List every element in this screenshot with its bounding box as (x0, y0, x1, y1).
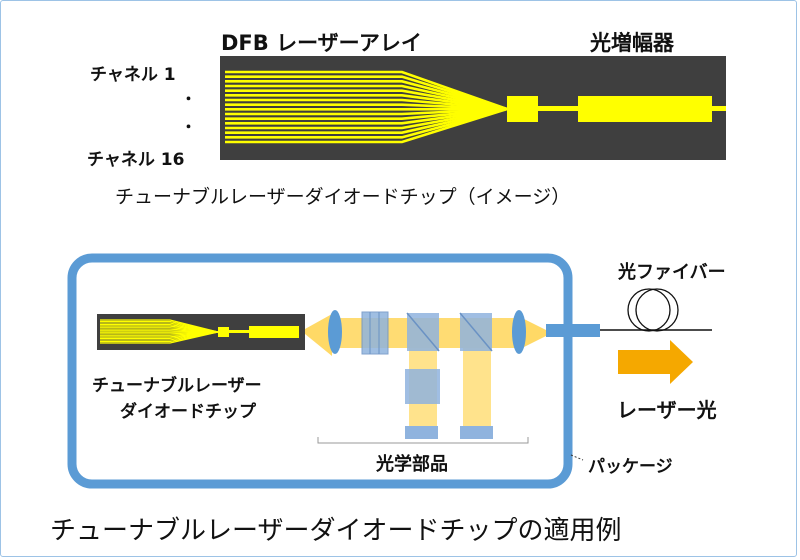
chip-label-line2: ダイオードチップ (120, 402, 256, 422)
waveguide-channel (225, 107, 508, 130)
waveguide-channel (225, 89, 508, 111)
fiber-coupler (546, 324, 600, 337)
beam-diverging (305, 314, 332, 356)
output-waveguide (712, 106, 726, 111)
waveguide-channel (225, 107, 508, 125)
combiner-block (507, 96, 538, 122)
lens-1 (328, 310, 342, 354)
ellipsis-dot-1: ・ (181, 90, 197, 108)
laser-waveguide-array (225, 70, 508, 144)
waveguide-channel (225, 107, 508, 120)
laser-array-label: DFB レーザーアレイ (221, 31, 422, 55)
package-label: パッケージ (588, 457, 673, 477)
waveguide-channel (225, 107, 508, 116)
channel-last-label: チャネル 16 (87, 150, 185, 170)
top-caption: チューナブルレーザーダイオードチップ（イメージ） (115, 186, 571, 208)
waveguide-channel (225, 94, 508, 111)
optical-amplifier-block (578, 96, 712, 122)
waveguide-channel (225, 107, 508, 139)
detector-1 (405, 426, 438, 439)
waveguide-channel (225, 80, 508, 111)
chip-small-link (229, 330, 249, 333)
channel-first-label: チャネル 1 (90, 65, 176, 85)
chip-small-waveguides (100, 319, 219, 344)
waveguide-channel (225, 75, 508, 111)
waveguide-channel (225, 103, 508, 111)
ellipsis-dot-2: ・ (181, 118, 197, 136)
optical-parts-label: 光学部品 (376, 454, 448, 475)
waveguide-channel (225, 98, 508, 111)
waveguide-link (538, 106, 578, 111)
waveguide-channel (225, 70, 508, 111)
detector-2 (460, 426, 493, 439)
lens-2 (512, 310, 526, 354)
beam-converging (522, 318, 546, 348)
fiber-label: 光ファイバー (618, 262, 726, 283)
beam-branch-2 (463, 348, 491, 430)
waveguide-channel (225, 107, 508, 134)
waveguide-channel (225, 84, 508, 111)
waveguide-channel (100, 331, 219, 344)
waveguide-channel (225, 107, 508, 144)
chip-label-line1: チューナブルレーザー (92, 376, 262, 396)
package-label-pointer (570, 454, 584, 461)
chip-small-amplifier (249, 326, 299, 338)
optical-component-block (405, 369, 440, 404)
laser-output-arrow (618, 340, 693, 384)
bottom-caption: チューナブルレーザーダイオードチップの適用例 (50, 516, 622, 546)
optical-parts-bracket (317, 437, 529, 444)
fiber-coil-icon (627, 288, 671, 332)
chip-small-combiner (218, 327, 229, 337)
filter-element (361, 311, 389, 355)
laser-light-label: レーザー光 (617, 398, 717, 422)
amplifier-label: 光増幅器 (590, 31, 674, 55)
